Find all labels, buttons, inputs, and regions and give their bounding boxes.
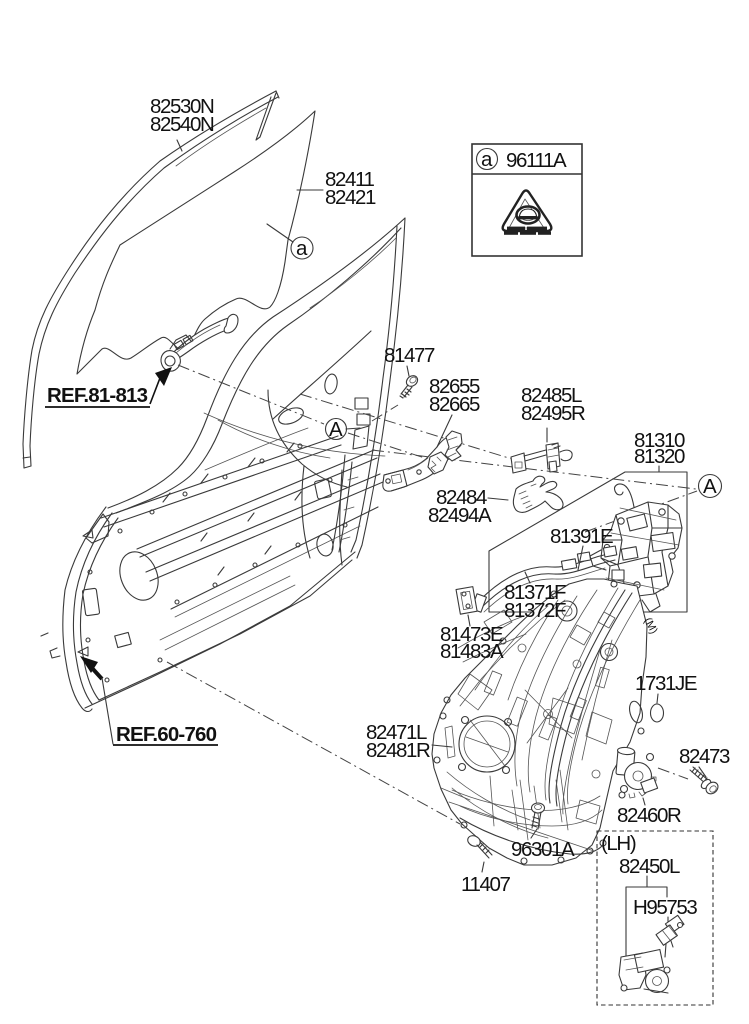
svg-text:82421: 82421 [325,186,376,209]
svg-text:82530N: 82530N [150,95,214,118]
svg-text:82481R: 82481R [366,739,430,762]
svg-text:82540N: 82540N [150,113,214,136]
svg-text:82495R: 82495R [521,402,585,425]
svg-text:81320: 81320 [634,445,685,468]
svg-text:81473E: 81473E [440,623,503,646]
svg-text:H95753: H95753 [633,896,697,919]
svg-text:1731JE: 1731JE [635,672,697,695]
svg-text:82471L: 82471L [366,721,427,744]
svg-text:82655: 82655 [429,375,480,398]
svg-text:81477: 81477 [384,344,435,367]
svg-text:81372F: 81372F [504,599,566,622]
svg-text:82460R: 82460R [617,804,681,827]
svg-text:REF.81-813: REF.81-813 [47,384,148,407]
svg-text:11407: 11407 [461,873,510,896]
svg-text:81310: 81310 [634,429,685,452]
svg-text:82473: 82473 [679,745,730,768]
svg-text:82494A: 82494A [428,504,492,527]
svg-text:82450L: 82450L [619,855,680,878]
svg-text:A: A [703,475,717,498]
svg-text:81483A: 81483A [440,640,504,663]
svg-text:82484: 82484 [436,486,487,509]
svg-text:82411: 82411 [325,168,374,191]
svg-text:82485L: 82485L [521,384,582,407]
svg-text:96111A: 96111A [506,149,567,172]
svg-text:96301A: 96301A [511,838,575,861]
svg-text:81371F: 81371F [504,581,566,604]
svg-text:A: A [329,418,343,441]
svg-text:81391E: 81391E [550,525,613,548]
svg-text:82665: 82665 [429,393,480,416]
svg-text:REF.60-760: REF.60-760 [116,723,217,746]
svg-text:(LH): (LH) [601,832,636,855]
